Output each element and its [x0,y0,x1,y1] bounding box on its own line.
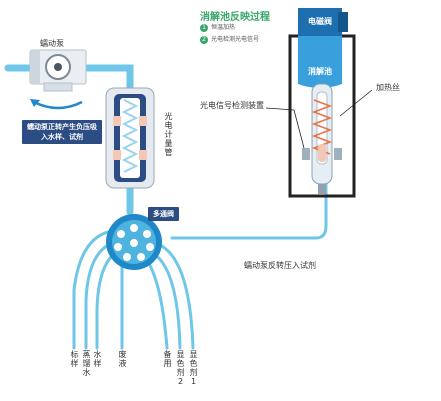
pump-reverse-label: 蠕动泵反转压入试剂 [244,261,316,270]
digestion-cell-assembly [288,8,356,198]
solenoid-valve-label: 电磁阀 [308,17,332,26]
channel-label-water-sample: 水样 [93,350,102,368]
channel-label-reagent-1: 显色剂1 [189,350,198,386]
rotation-arrow-icon [30,99,83,110]
peristaltic-pump [29,49,87,92]
pump-note-box: 蠕动泵正转产生负压吸入水样、试剂 [22,120,102,144]
signal-device-label: 光电信号检测装置 [200,101,264,110]
heating-wire-label: 加热丝 [376,83,400,92]
channel-label-reagent-2: 显色剂2 [176,350,185,386]
photo-metering-tube [105,87,155,189]
pump-note-text: 蠕动泵正转产生负压吸入水样、试剂 [27,123,97,141]
peristaltic-pump-label: 蠕动泵 [40,39,64,48]
channel-label-waste: 废液 [118,350,127,368]
channel-label-spare: 备用 [163,350,172,368]
channel-label-standard: 标样 [70,350,79,368]
channel-label-distilled-water: 蒸馏水 [82,350,91,377]
step-number-1: 1 [200,24,208,32]
process-step-2-text: 光电检测光电信号 [211,36,260,43]
digestion-cell-label: 消解池 [308,67,332,76]
process-step-1-text: 恒温加热 [211,24,236,31]
step-number-2: 2 [200,36,208,44]
process-title: 消解池反映过程 [200,12,270,23]
photo-tube-label: 光电计量管 [164,112,173,157]
leader-lines [265,89,373,149]
pipes [4,46,328,350]
multiway-valve [106,214,162,270]
multiway-valve-label: 多通阀 [148,207,179,221]
